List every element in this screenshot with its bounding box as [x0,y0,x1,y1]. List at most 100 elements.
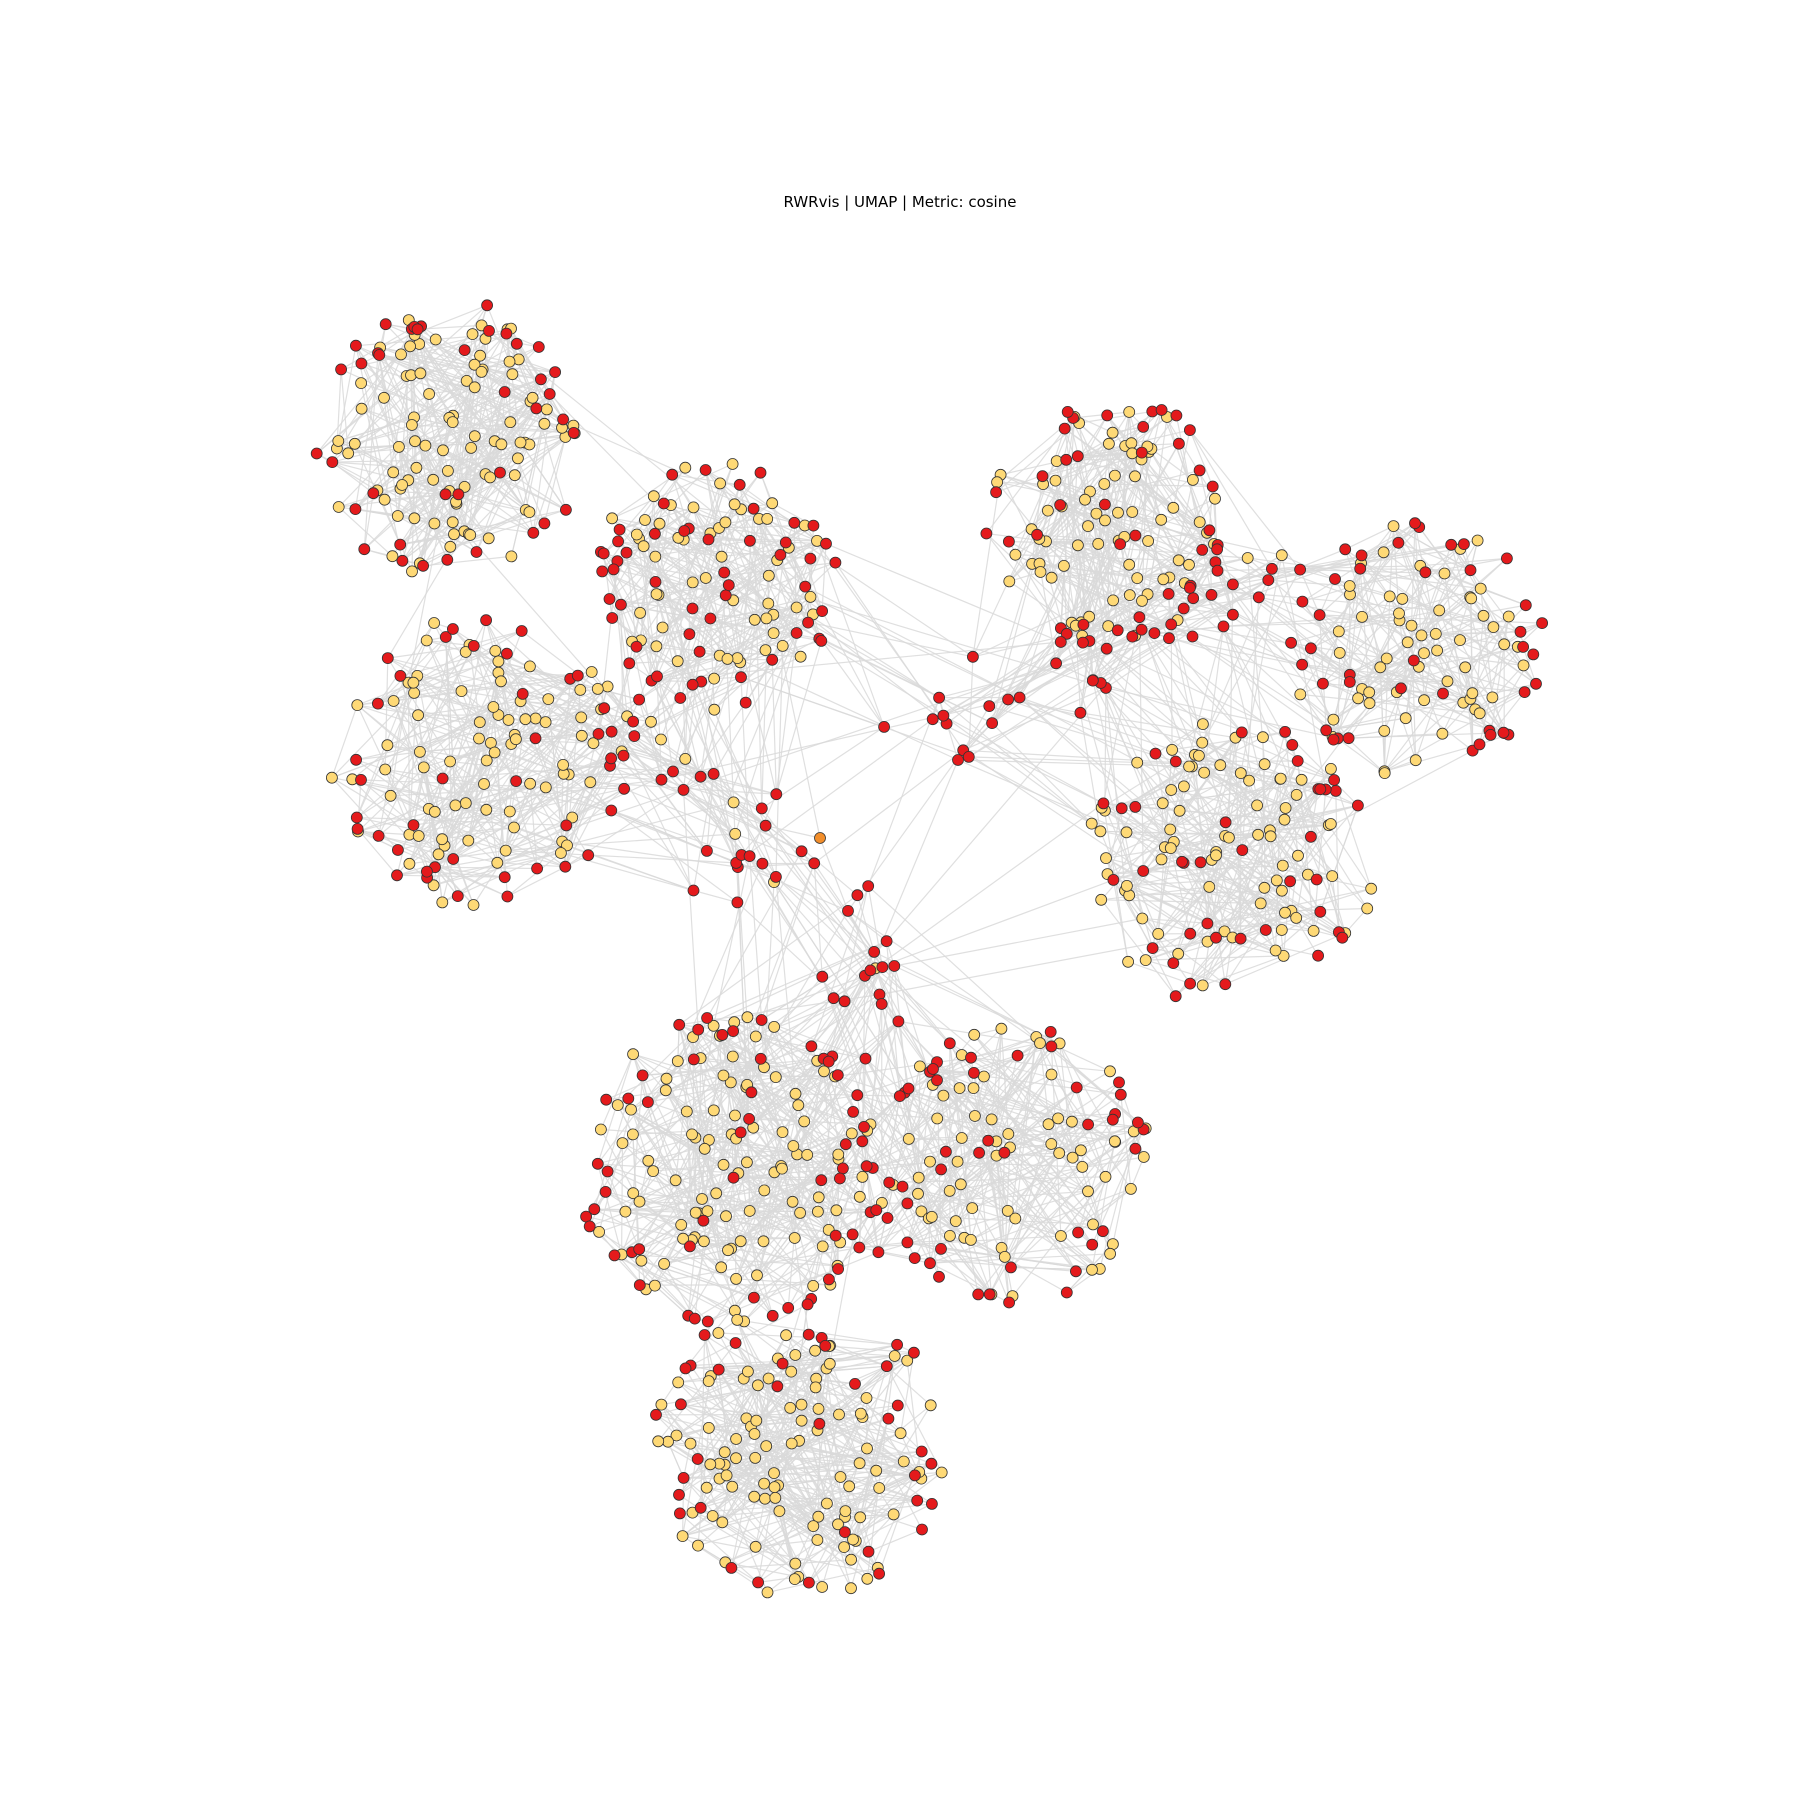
graph-edge [1031,428,1066,530]
graph-node-seed [801,1298,814,1311]
graph-node-neighbor [1099,1170,1112,1183]
graph-node-neighbor [1332,625,1345,638]
graph-node-neighbor [351,699,364,711]
graph-edge [1392,525,1481,714]
graph-edge [894,965,1060,1044]
graph-node-neighbor [937,1089,950,1102]
graph-edge [847,910,1041,1044]
graph-node-seed [823,1273,835,1286]
graph-edge [936,1055,1018,1081]
graph-node-seed [1184,927,1197,940]
graph-node-seed [1284,875,1296,888]
graph-edge [424,417,450,446]
graph-node-neighbor [650,640,663,653]
graph-edge [580,716,708,852]
graph-edge [685,1303,808,1369]
graph-edge [1171,723,1204,751]
graph-edge [1202,955,1284,986]
graph-node-seed [1286,739,1299,751]
graph-node-seed [500,647,513,660]
graph-node-neighbor [404,340,417,353]
graph-node-seed [925,1457,938,1470]
graph-node-seed [1235,726,1248,739]
graph-edge [894,917,1143,967]
graph-node-seed [774,549,787,561]
graph-node-neighbor [1196,979,1209,992]
graph-edge [755,1497,776,1548]
graph-node-seed [1060,1286,1073,1299]
graph-edge [591,671,742,856]
graph-edge [1112,446,1148,601]
graph-node-neighbor [717,1069,730,1082]
graph-edge [684,530,789,549]
graph-node-seed [649,576,662,588]
graph-node-neighbor [689,1206,702,1219]
graph-edge [505,844,568,852]
graph-node-seed [678,525,691,537]
graph-node-neighbor [769,1492,782,1504]
graph-edge [1281,555,1327,790]
graph-edge [1339,652,1444,695]
graph-node-neighbor [459,646,472,658]
graph-node-seed [633,693,645,706]
graph-edge [603,553,613,619]
graph-node-seed [618,782,630,795]
graph-node-seed [1176,855,1188,868]
graph-edge [735,862,849,912]
graph-edge [1435,631,1521,635]
graph-edge [1118,540,1140,618]
graph-node-seed [373,349,386,361]
graph-edge [356,640,428,818]
graph-edge [338,506,393,557]
graph-node-seed [527,526,540,539]
graph-edge [1360,548,1461,564]
graph-node-seed [1045,1040,1058,1053]
graph-edge [1181,861,1340,933]
graph-node-neighbor [720,1210,732,1223]
graph-node-neighbor [749,1540,762,1553]
graph-node-seed [1437,687,1449,700]
graph-edge [632,1054,682,1226]
graph-edge [1152,941,1208,949]
graph-edge [868,1528,923,1553]
graph-node-seed [926,1498,938,1510]
graph-node-seed [891,1338,903,1351]
graph-edge [1092,597,1194,682]
graph-edge [731,1248,838,1267]
graph-edge [478,718,526,740]
graph-edge [767,1531,846,1593]
graph-node-neighbor [658,1258,670,1270]
graph-node-seed [667,765,679,778]
graph-edge [1088,616,1094,681]
graph-edge [1160,519,1225,627]
graph-edge [441,858,454,903]
graph-edge [906,1360,922,1479]
graph-node-seed [441,553,454,566]
graph-edge [600,708,708,852]
graph-edge [1170,847,1191,934]
graph-node-seed [588,1203,601,1216]
graph-node-neighbor [943,1185,956,1197]
graph-edge [1189,429,1273,570]
graph-node-seed [452,488,465,501]
graph-edge [692,507,729,660]
graph-node-seed [1291,755,1304,767]
graph-node-neighbor [935,1466,948,1479]
graph-edge [452,421,466,488]
graph-edge [1105,687,1338,739]
graph-edge [1145,955,1284,961]
graph-node-neighbor [403,857,416,870]
graph-edge [1435,633,1524,666]
graph-edge [682,1535,880,1575]
graph-node-neighbor [627,1128,639,1141]
graph-edge [455,371,556,503]
graph-node-seed [657,497,670,510]
graph-node-neighbor [473,732,485,745]
graph-edge [745,645,784,703]
graph-edge [638,1212,700,1250]
graph-edge [1349,563,1362,675]
graph-node-neighbor [801,1149,814,1161]
graph-edge [858,1184,894,1248]
figure-title: RWRvis | UMAP | Metric: cosine [783,193,1017,211]
graph-node-neighbor [1269,944,1282,957]
